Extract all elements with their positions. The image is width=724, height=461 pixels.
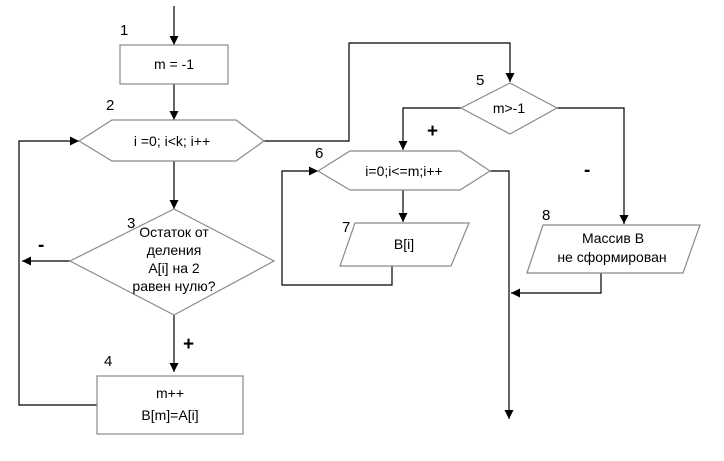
block-1: m = -1 1	[119, 22, 229, 85]
block-8-line-1: Массив B	[582, 230, 644, 246]
block-6-number: 6	[315, 145, 323, 162]
block-7: B[i] 7	[339, 219, 470, 267]
block-2-number: 2	[106, 97, 114, 114]
block-3-line-1: Остаток от	[139, 224, 209, 240]
block-6: i=0;i<=m;i++ 6	[315, 145, 492, 191]
block-1-text: m = -1	[154, 56, 194, 72]
io-parallelogram-8	[526, 224, 701, 274]
branch-3-no-label: -	[38, 235, 44, 256]
block-5-number: 5	[476, 72, 484, 89]
block-7-number: 7	[342, 219, 350, 236]
block-6-text: i=0;i<=m;i++	[365, 163, 442, 179]
block-3-line-4: равен нулю?	[132, 278, 215, 294]
connector-8-join	[511, 273, 602, 298]
connector-5-8-no	[557, 107, 629, 224]
block-8-number: 8	[542, 207, 550, 224]
branch-5-no-label: -	[584, 160, 590, 181]
io-parallelogram-7	[339, 222, 470, 267]
process-box-4	[96, 375, 244, 435]
block-8: Массив B не сформирован 8	[526, 207, 701, 274]
block-2-text: i =0; i<k; i++	[134, 133, 210, 149]
decision-diamond-3	[68, 208, 276, 316]
block-1-number: 1	[120, 22, 128, 39]
loop-back-2	[18, 136, 97, 406]
branch-5-yes-label: +	[427, 121, 438, 142]
loop-hexagon-2	[77, 119, 266, 162]
connectors	[18, 6, 629, 419]
loop-back-6	[281, 166, 393, 286]
block-4-line-1: m++	[156, 385, 184, 401]
block-4-number: 4	[104, 353, 112, 370]
loop-hexagon-6	[316, 150, 492, 191]
block-3-number: 3	[127, 215, 135, 232]
block-5-text: m>-1	[493, 100, 526, 116]
block-3: Остаток от деления A[i] на 2 равен нулю?…	[38, 208, 276, 355]
block-8-line-2: не сформирован	[557, 249, 666, 265]
process-box-1	[119, 44, 229, 85]
branch-3-yes-label: +	[183, 334, 194, 355]
connector-5-6-yes	[398, 107, 461, 150]
decision-diamond-5	[459, 82, 559, 135]
connector-6-exit	[490, 170, 514, 419]
block-3-line-2: деления	[147, 242, 202, 258]
block-4: m++ B[m]=A[i] 4	[96, 353, 244, 435]
block-7-text: B[i]	[394, 236, 414, 252]
block-3-line-3: A[i] на 2	[148, 260, 200, 276]
block-2: i =0; i<k; i++ 2	[77, 97, 266, 162]
block-4-line-2: B[m]=A[i]	[141, 407, 198, 423]
block-5: m>-1 5 + -	[427, 72, 590, 181]
connector-2-5	[264, 42, 515, 142]
